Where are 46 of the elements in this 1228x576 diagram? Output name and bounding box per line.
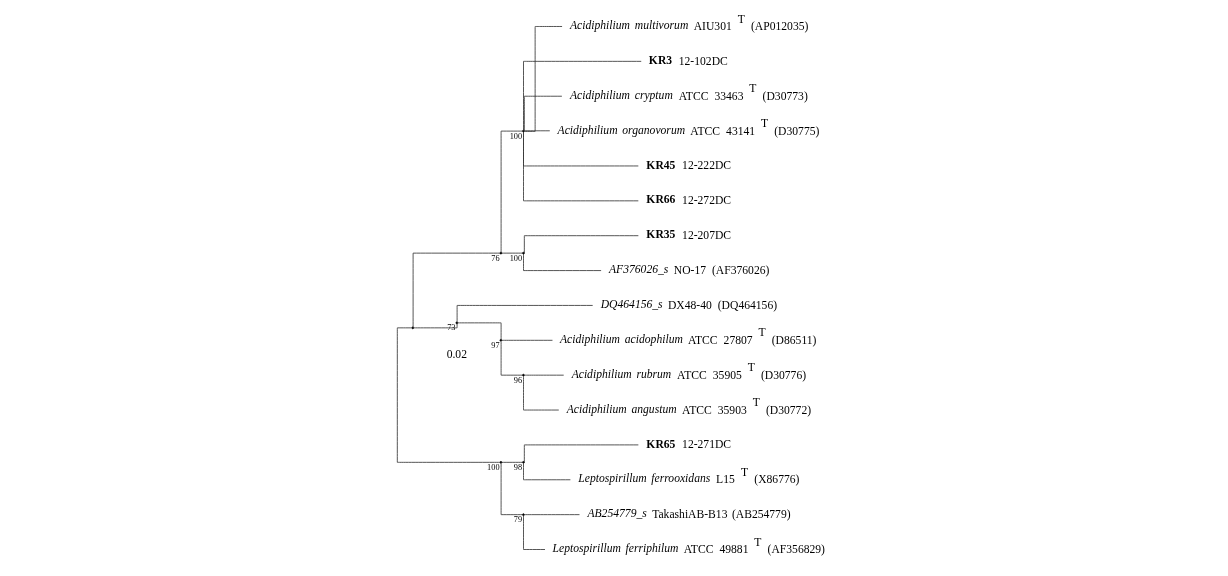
node-label: 97 [491,340,500,350]
connector [457,322,502,340]
node-text: AF376026_s NO-17 (AF376026) [609,263,770,278]
connector [523,462,571,481]
node-label: 100 [509,253,523,263]
node-label: 79 [513,515,523,525]
connector [524,26,563,132]
node-point [522,373,525,377]
connector [523,375,560,411]
node-text: DQ464156_s DX48-40 (DQ464156) [600,298,778,312]
connector [501,339,553,341]
node-text: KR35 12-207DC [646,228,732,243]
node-text: KR3 12-102DC [648,54,728,68]
node-point [455,321,459,325]
node-label: 100 [487,462,500,472]
node-label: 96 [513,375,523,385]
connector [524,374,565,376]
connector [523,60,642,131]
node-label: 100 [509,131,523,141]
connector [523,131,639,202]
connector [523,444,639,463]
connector [412,252,501,328]
node-point [499,339,503,342]
label: 0.02 [446,348,467,362]
node-point [522,129,525,133]
node-point [499,461,503,464]
connector [523,515,546,550]
node-point [499,251,503,255]
node-point [522,461,525,464]
node-text: KR65 12-271DC [646,437,732,452]
node-text: KR66 12-272DC [646,193,732,208]
node-label: 98 [513,462,523,472]
connector [524,514,580,516]
node-point [522,513,525,516]
node-text: AB254779_s TakashiAB-B13 (AB254779) [587,507,791,522]
connector [523,95,563,132]
node-point [411,326,415,330]
node-point [522,251,525,255]
connector [413,323,458,329]
connector [523,131,639,167]
connector [456,305,594,323]
node-label: 73 [447,323,456,333]
connector [524,130,551,132]
connector [500,341,523,376]
node-text: KR45 12-222DC [646,158,732,173]
node-label: 76 [491,253,500,263]
